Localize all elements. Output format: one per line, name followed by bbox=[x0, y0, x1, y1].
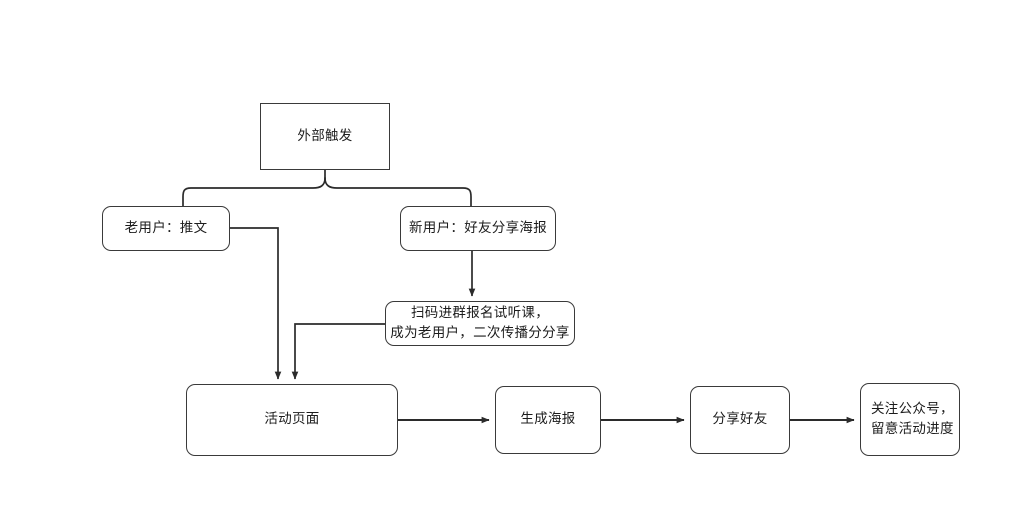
node-new-user-friend-poster-label: 新用户：好友分享海报 bbox=[409, 219, 547, 236]
connector-trigger-split-brace bbox=[182, 169, 472, 207]
connector-old-user-to-campaign bbox=[230, 227, 282, 380]
node-campaign-page[interactable]: 活动页面 bbox=[186, 384, 398, 456]
node-old-user-post[interactable]: 老用户：推文 bbox=[102, 206, 230, 251]
node-scan-join-group-label: 扫码进群报名试听课， 成为老用户，二次传播分分享 bbox=[390, 304, 570, 341]
node-old-user-post-label: 老用户：推文 bbox=[124, 219, 208, 236]
node-external-trigger-label: 外部触发 bbox=[297, 127, 353, 144]
node-scan-join-group[interactable]: 扫码进群报名试听课， 成为老用户，二次传播分分享 bbox=[385, 301, 575, 346]
connector-scan-to-campaign bbox=[291, 323, 385, 380]
node-campaign-page-label: 活动页面 bbox=[264, 411, 320, 428]
node-share-friends-label: 分享好友 bbox=[712, 411, 768, 428]
node-follow-account-label: 关注公众号， 留意活动进度 bbox=[871, 400, 954, 437]
node-external-trigger[interactable]: 外部触发 bbox=[260, 103, 390, 170]
node-generate-poster[interactable]: 生成海报 bbox=[495, 386, 601, 454]
node-follow-account[interactable]: 关注公众号， 留意活动进度 bbox=[860, 383, 960, 456]
node-generate-poster-label: 生成海报 bbox=[520, 411, 576, 428]
node-new-user-friend-poster[interactable]: 新用户：好友分享海报 bbox=[400, 206, 556, 251]
node-share-friends[interactable]: 分享好友 bbox=[690, 386, 790, 454]
